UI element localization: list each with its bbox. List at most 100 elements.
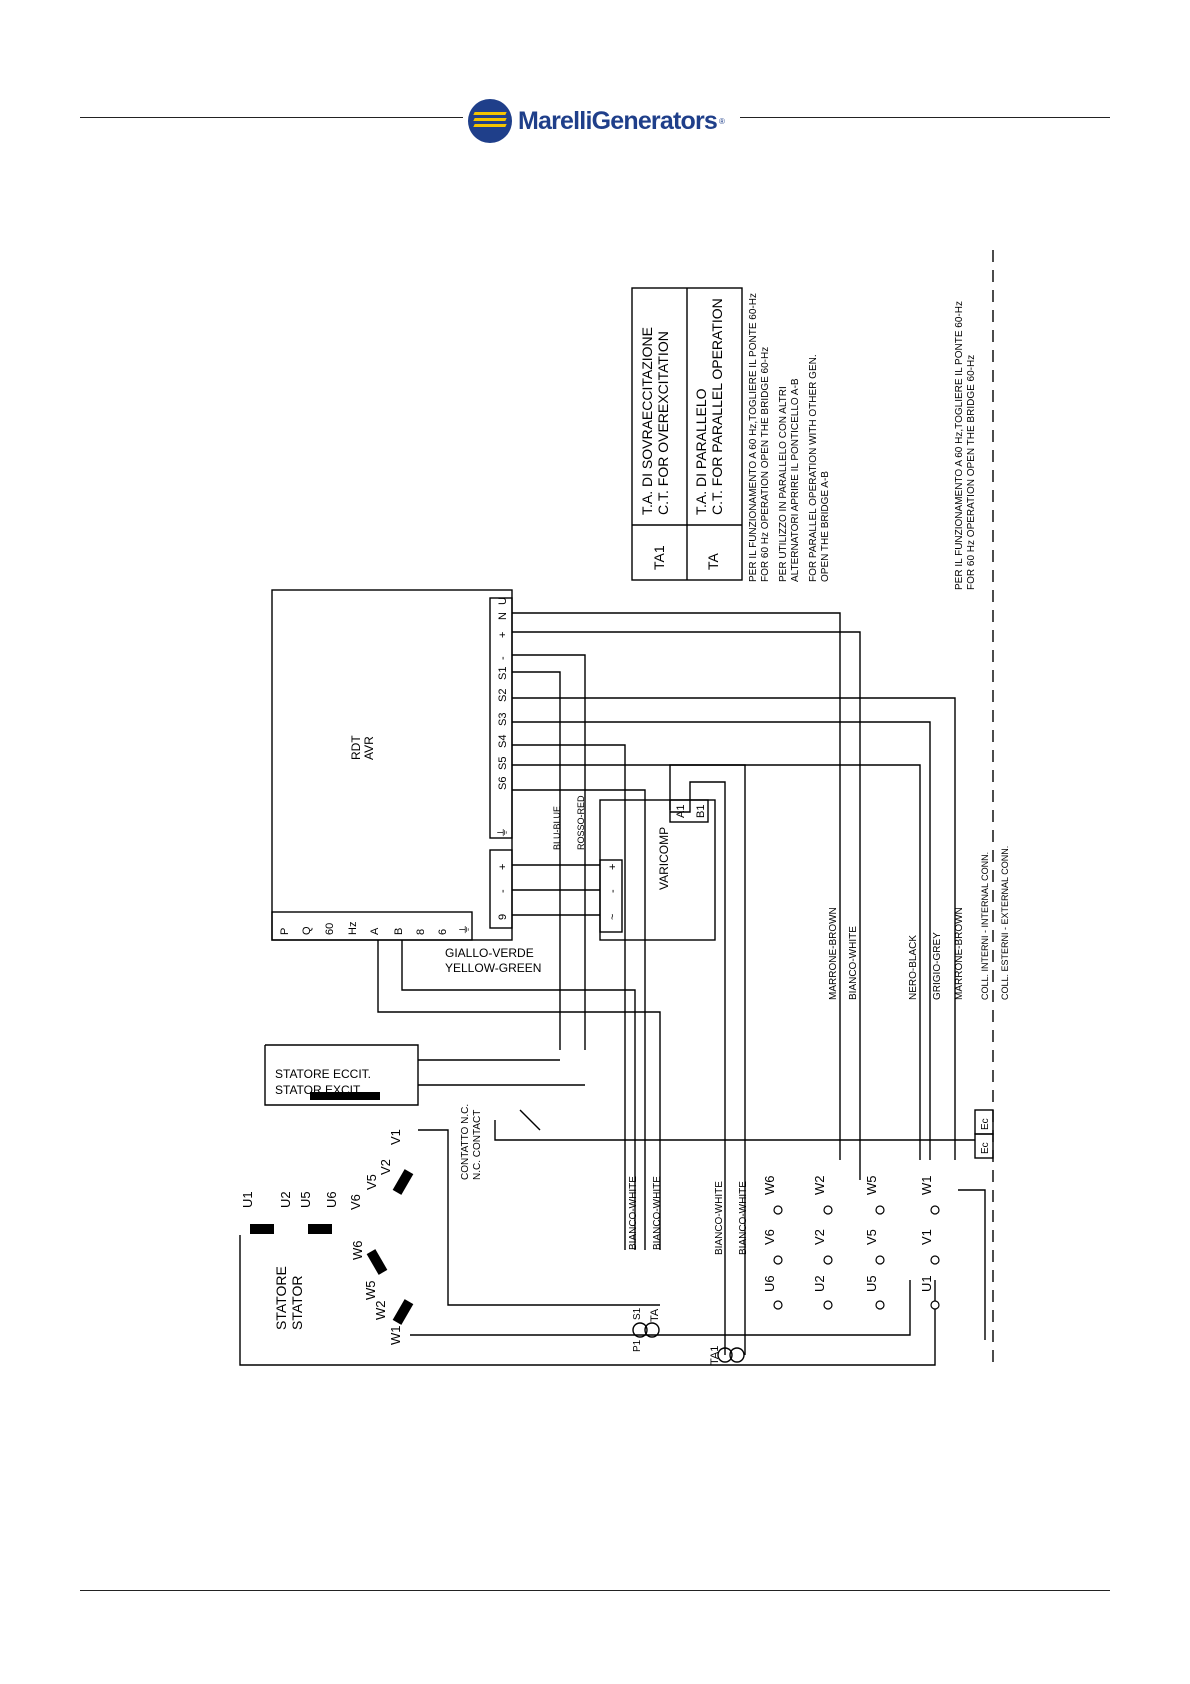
svg-text:U: U <box>497 597 509 605</box>
svg-text:60: 60 <box>324 923 336 935</box>
svg-text:V6: V6 <box>762 1229 777 1245</box>
brand-reg-mark: ® <box>719 116 725 126</box>
contact-label-it: CONTATTO N.C. <box>460 1104 471 1180</box>
avr-title: RDT <box>349 735 363 760</box>
wire-u <box>512 612 841 1160</box>
note-right-1: FOR 60 Hz OPERATION OPEN THE BRIDGE 60-H… <box>966 355 977 590</box>
wire-label-grigio: GRIGIO-GREY <box>932 932 943 1000</box>
svg-text:V5: V5 <box>864 1229 879 1245</box>
note-5: OPEN THE BRIDGE A-B <box>820 471 831 582</box>
header-rule-right <box>740 117 1110 118</box>
legend-ta-en: C.T. FOR PARALLEL OPERATION <box>709 298 725 515</box>
svg-text:U2: U2 <box>278 1191 293 1208</box>
legend-ta1-code: TA1 <box>651 545 667 570</box>
header-rule-left <box>80 117 463 118</box>
svg-text:V5: V5 <box>364 1174 379 1190</box>
svg-text:+: + <box>497 632 509 638</box>
svg-text:W6: W6 <box>350 1241 365 1261</box>
wire-label-rosso: ROSSO-RED <box>576 795 586 850</box>
stator-label-en: STATOR <box>289 1276 305 1330</box>
svg-text:W5: W5 <box>363 1281 378 1301</box>
brand-logo: MarelliGenerators ® <box>468 96 738 146</box>
svg-text:W1: W1 <box>919 1176 934 1196</box>
wire-label-bianco-4: BIANCO-WHITE <box>714 1181 725 1255</box>
svg-text:⏚: ⏚ <box>458 924 471 935</box>
svg-text:W2: W2 <box>812 1176 827 1196</box>
wire-label-yellow: YELLOW-GREEN <box>445 961 541 975</box>
svg-text:-: - <box>497 889 509 893</box>
svg-text:S6: S6 <box>497 777 509 790</box>
note-3: ALTERNATORI APRIRE IL PONTICELLO A-B <box>790 378 801 582</box>
terminal-labels: P Q 60 Hz A B 8 6 ⏚ ⏚ S6 S5 S4 S3 S2 S1 … <box>240 597 991 1345</box>
svg-text:V1: V1 <box>388 1129 403 1145</box>
svg-text:Q: Q <box>301 926 313 935</box>
svg-text:-: - <box>607 889 619 893</box>
wire-label-marrone-2: MARRONE-BROWN <box>954 907 965 1000</box>
svg-text:9: 9 <box>497 914 509 920</box>
ct-label-ta1: TA1 <box>709 1346 721 1365</box>
avr-top-strip <box>489 597 513 839</box>
svg-text:S4: S4 <box>497 735 509 748</box>
exciter-label-it: STATORE ECCIT. <box>275 1067 371 1081</box>
brand-name: MarelliGenerators <box>518 106 718 135</box>
svg-text:U6: U6 <box>762 1275 777 1292</box>
svg-text:8: 8 <box>415 929 427 935</box>
svg-text:A1: A1 <box>675 805 687 818</box>
svg-text:S2: S2 <box>497 689 509 702</box>
conn-internal: COLL. INTERNI - INTERNAL CONN. <box>980 852 990 1000</box>
avr-bottom-strip <box>271 911 473 941</box>
note-right-0: PER IL FUNZIONAMENTO A 60 Hz,TOGLIERE IL… <box>954 301 965 590</box>
legend-ta-code: TA <box>705 552 721 570</box>
note-0: PER IL FUNZIONAMENTO A 60 Hz,TOGLIERE IL… <box>748 293 759 582</box>
exciter-label-en: STATOR EXCIT. <box>275 1083 362 1097</box>
legend-ta-it: T.A. DI PARALLELO <box>693 388 709 515</box>
svg-text:P: P <box>279 928 291 935</box>
svg-text:-: - <box>497 656 509 660</box>
svg-text:U1: U1 <box>240 1191 255 1208</box>
contact-label-en: N.C. CONTACT <box>472 1110 483 1180</box>
wire-label-giallo: GIALLO-VERDE <box>445 946 534 960</box>
wire-label-bianco-5: BIANCO-WHITE <box>738 1181 749 1255</box>
note-4: FOR PARALLEL OPERATION WITH OTHER GEN. <box>808 354 819 582</box>
svg-text:V2: V2 <box>378 1159 393 1175</box>
exciter-box <box>264 1044 419 1106</box>
ct-label-p1: P1 <box>632 1339 643 1352</box>
avr-subtitle: AVR <box>362 736 376 760</box>
svg-text:S3: S3 <box>497 713 509 726</box>
svg-text:Hz: Hz <box>347 922 359 935</box>
svg-text:Ec: Ec <box>980 1118 991 1130</box>
svg-text:U6: U6 <box>324 1191 339 1208</box>
avr-box <box>271 589 513 941</box>
stator-label-it: STATORE <box>273 1266 289 1330</box>
svg-text:V2: V2 <box>812 1229 827 1245</box>
wire-label-blu: BLU-BLUE <box>552 806 562 850</box>
svg-text:~: ~ <box>607 914 619 920</box>
wire-label-marrone-1: MARRONE-BROWN <box>828 907 839 1000</box>
footer-rule <box>80 1590 1110 1591</box>
brand-mark-icon <box>468 99 512 143</box>
svg-text:S1: S1 <box>497 667 509 680</box>
ct-label-s1: S1 <box>632 1307 643 1320</box>
svg-text:W5: W5 <box>864 1176 879 1196</box>
legend-ta1-en: C.T. FOR OVEREXCITATION <box>655 331 671 515</box>
svg-text:⏚: ⏚ <box>496 827 509 838</box>
legend-ta1-it: T.A. DI SOVRAECCITAZIONE <box>639 327 655 515</box>
svg-text:Ec: Ec <box>980 1142 991 1154</box>
svg-text:U1: U1 <box>919 1275 934 1292</box>
svg-text:W2: W2 <box>373 1301 388 1321</box>
wire-label-nero: NERO-BLACK <box>908 935 919 1000</box>
wire-label-bianco-3: BIANCO-WHITE <box>652 1176 663 1250</box>
wire-label-bianco-1: BIANCO-WHITE <box>848 926 859 1000</box>
svg-text:+: + <box>607 864 619 870</box>
svg-text:N: N <box>497 612 509 620</box>
note-1: FOR 60 Hz OPERATION OPEN THE BRIDGE 60-H… <box>760 347 771 582</box>
svg-text:W6: W6 <box>762 1176 777 1196</box>
svg-text:B1: B1 <box>695 805 707 818</box>
svg-text:B: B <box>393 928 405 935</box>
svg-text:U5: U5 <box>298 1191 313 1208</box>
avr-left-strip <box>489 849 513 929</box>
svg-text:V1: V1 <box>919 1229 934 1245</box>
svg-text:S5: S5 <box>497 757 509 770</box>
svg-text:A: A <box>369 927 381 935</box>
